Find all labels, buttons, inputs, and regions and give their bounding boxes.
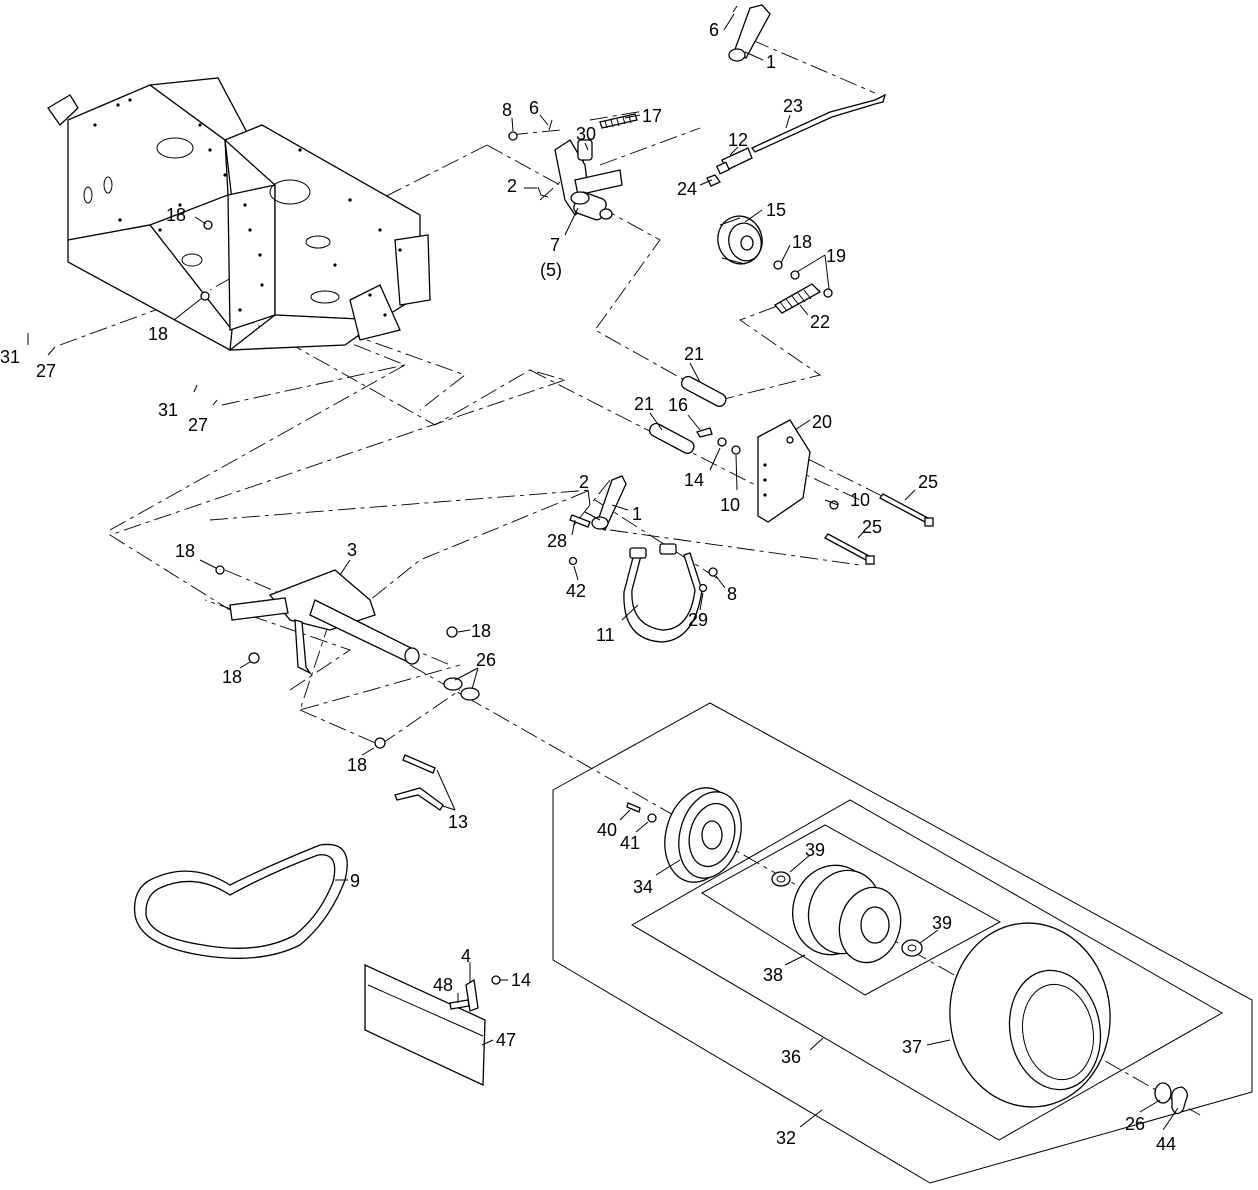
callout-5: (5) bbox=[540, 260, 562, 280]
callout-1: 1 bbox=[632, 504, 642, 524]
callout-40: 40 bbox=[597, 820, 617, 840]
lock-pin bbox=[374, 737, 444, 811]
callout-30: 30 bbox=[576, 124, 596, 144]
callout-18: 18 bbox=[471, 621, 491, 641]
callout-27: 27 bbox=[36, 361, 56, 381]
callout-16: 16 bbox=[668, 395, 688, 415]
callout-1: 1 bbox=[766, 52, 776, 72]
extension-spring bbox=[773, 283, 822, 314]
callout-24: 24 bbox=[677, 179, 697, 199]
callout-22: 22 bbox=[810, 312, 830, 332]
leader-lines bbox=[27, 13, 1179, 1131]
brake-pedal-assembly bbox=[215, 565, 480, 701]
callout-9: 9 bbox=[350, 871, 360, 891]
callout-labels: 6 1 23 8 6 17 30 12 2 24 18 15 7 (5) 18 … bbox=[0, 20, 1176, 1154]
callout-28: 28 bbox=[547, 531, 567, 551]
callout-15: 15 bbox=[766, 200, 786, 220]
callout-25: 25 bbox=[862, 517, 882, 537]
callout-31: 31 bbox=[0, 347, 20, 367]
callout-20: 20 bbox=[812, 412, 832, 432]
mount-bracket bbox=[364, 963, 501, 1087]
callout-14: 14 bbox=[511, 970, 531, 990]
callout-25: 25 bbox=[918, 472, 938, 492]
callout-7: 7 bbox=[550, 235, 560, 255]
callout-21: 21 bbox=[684, 344, 704, 364]
callout-3: 3 bbox=[347, 540, 357, 560]
callout-32: 32 bbox=[776, 1128, 796, 1148]
callout-26: 26 bbox=[476, 650, 496, 670]
callout-27: 27 bbox=[188, 415, 208, 435]
callout-26: 26 bbox=[1125, 1114, 1145, 1134]
control-arm bbox=[569, 475, 627, 531]
callout-48: 48 bbox=[433, 975, 453, 995]
callout-13: 13 bbox=[448, 812, 468, 832]
callout-39: 39 bbox=[805, 840, 825, 860]
drive-pulley bbox=[626, 787, 742, 883]
callout-4: 4 bbox=[461, 946, 471, 966]
callout-6: 6 bbox=[709, 20, 719, 40]
frame-assembly bbox=[47, 77, 431, 352]
callout-37: 37 bbox=[902, 1037, 922, 1057]
callout-2: 2 bbox=[507, 176, 517, 196]
callout-11: 11 bbox=[596, 625, 615, 645]
axle-bracket bbox=[648, 375, 934, 565]
callout-23: 23 bbox=[783, 96, 803, 116]
callout-38: 38 bbox=[763, 965, 783, 985]
callout-47: 47 bbox=[496, 1030, 516, 1050]
drive-belt bbox=[133, 843, 348, 959]
callout-39: 39 bbox=[932, 913, 952, 933]
callout-17: 17 bbox=[642, 106, 662, 126]
callout-31: 31 bbox=[158, 400, 178, 420]
callout-18: 18 bbox=[175, 541, 195, 561]
callout-10: 10 bbox=[720, 495, 740, 515]
callout-19: 19 bbox=[826, 246, 846, 266]
callout-41: 41 bbox=[620, 833, 640, 853]
callout-10: 10 bbox=[850, 490, 870, 510]
wheel-hub bbox=[771, 864, 923, 964]
callout-8: 8 bbox=[502, 100, 512, 120]
callout-2: 2 bbox=[579, 472, 589, 492]
idler-pulley bbox=[717, 215, 833, 298]
callout-21: 21 bbox=[634, 394, 654, 414]
callout-14: 14 bbox=[684, 470, 704, 490]
callout-29: 29 bbox=[688, 610, 708, 630]
callout-18: 18 bbox=[166, 205, 186, 225]
callout-44: 44 bbox=[1156, 1134, 1176, 1154]
wheel-assembly-boxes bbox=[552, 702, 1253, 1184]
callout-12: 12 bbox=[728, 130, 748, 150]
callout-18: 18 bbox=[347, 755, 367, 775]
control-linkage bbox=[706, 4, 887, 187]
callout-34: 34 bbox=[633, 877, 653, 897]
callout-18: 18 bbox=[222, 667, 242, 687]
callout-6: 6 bbox=[529, 98, 539, 118]
brake-band bbox=[568, 543, 718, 643]
callout-36: 36 bbox=[781, 1047, 801, 1067]
callout-18: 18 bbox=[148, 324, 168, 344]
callout-18: 18 bbox=[792, 232, 812, 252]
callout-8: 8 bbox=[727, 584, 737, 604]
callout-42: 42 bbox=[566, 581, 586, 601]
tire bbox=[949, 922, 1188, 1115]
